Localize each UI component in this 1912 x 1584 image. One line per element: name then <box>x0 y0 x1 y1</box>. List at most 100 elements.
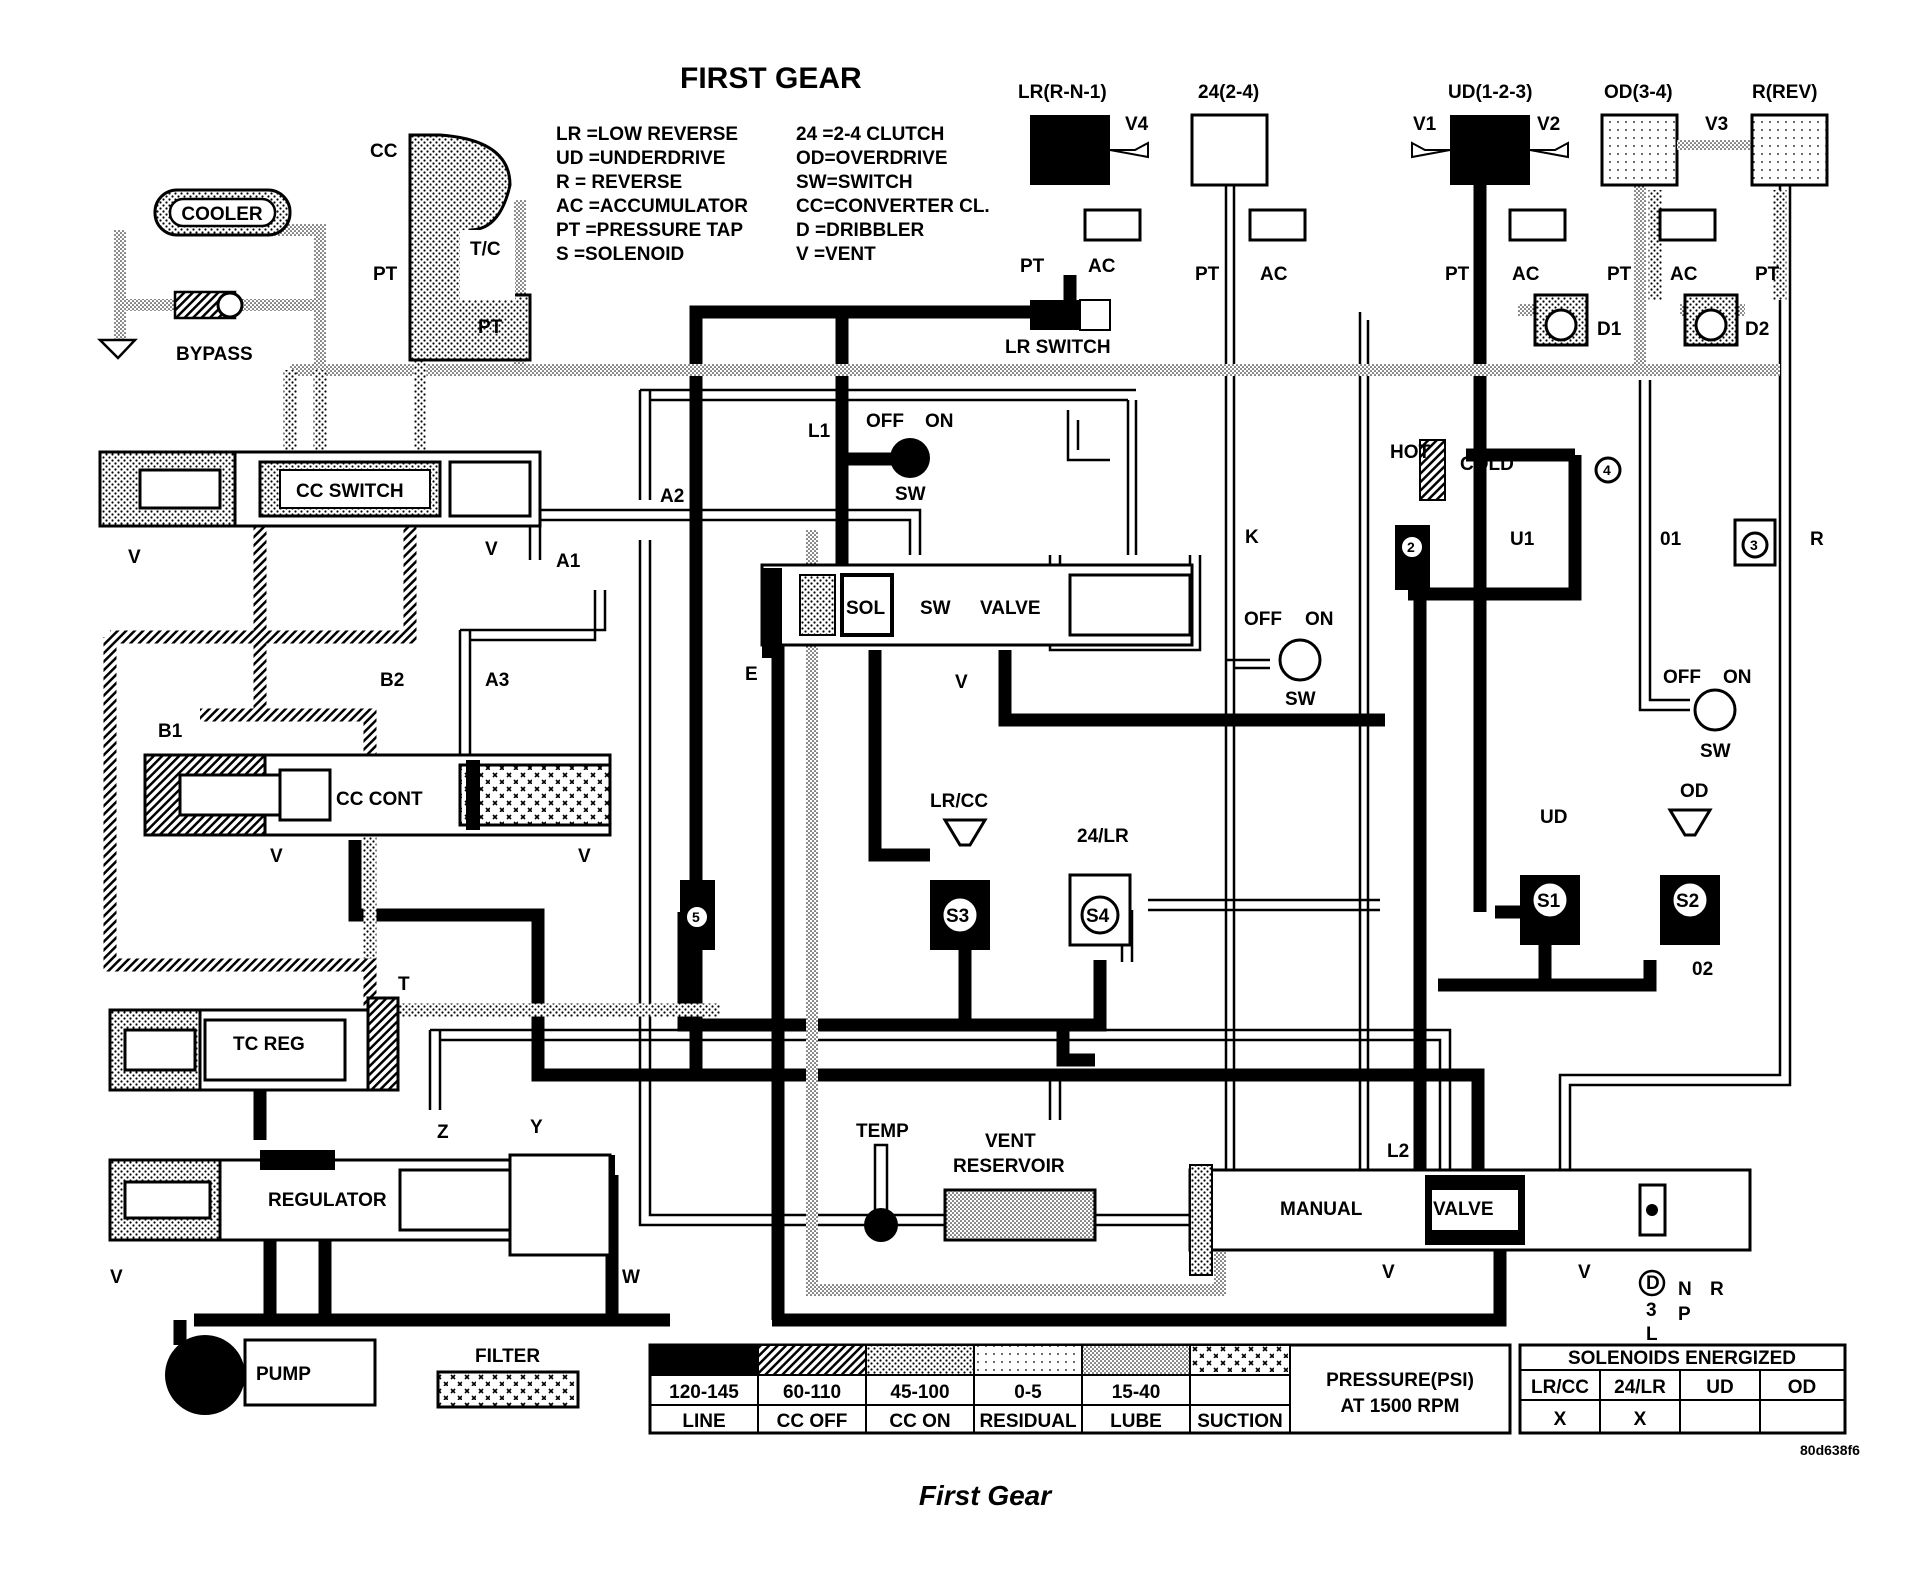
cold-label: COLD <box>1460 454 1514 475</box>
z-label: Z <box>437 1122 449 1143</box>
w-label: W <box>622 1267 640 1288</box>
regulator-valve: REGULATOR V Z Y W <box>108 1117 640 1288</box>
t-label: T <box>398 974 410 995</box>
k-label: K <box>1245 527 1259 548</box>
abbrev-right-5: D =DRIBBLER <box>796 220 925 241</box>
ud-ac-label: AC <box>1512 264 1540 285</box>
temperature-sensor: TEMP <box>856 1121 909 1242</box>
k-on-label: ON <box>1305 609 1334 630</box>
manual-vent-1: V <box>1382 1262 1395 1283</box>
lr-pt-label: PT <box>1020 256 1045 277</box>
l1-label: L1 <box>808 421 831 442</box>
a2-label: A2 <box>660 486 684 507</box>
abbrev-left-4: AC =ACCUMULATOR <box>556 196 748 217</box>
cc-cont-vent-right: V <box>578 846 591 867</box>
clutch-24: 24(2-4) PT AC <box>1190 82 1307 285</box>
l1-sw-label: SW <box>895 484 926 505</box>
clutch-rev-label: R(REV) <box>1752 82 1817 103</box>
c24-pt-label: PT <box>1195 264 1220 285</box>
u1-label: U1 <box>1510 529 1535 550</box>
l2-label: L2 <box>1387 1141 1409 1162</box>
bypass-label: BYPASS <box>176 344 253 365</box>
legend-name-line: LINE <box>682 1411 725 1432</box>
sol-table-header-3: UD <box>1706 1377 1733 1398</box>
abbrev-right-6: V =VENT <box>796 244 876 265</box>
o1-on-label: ON <box>1723 667 1752 688</box>
solenoid-s2: OD S2 02 <box>1660 781 1720 980</box>
solenoid-switch-valve: SOL SW VALVE V E <box>745 563 1194 693</box>
legend-range-line: 120-145 <box>669 1382 739 1403</box>
lr-ac-label: AC <box>1088 256 1116 277</box>
v3-label: V3 <box>1705 114 1728 135</box>
vent-reservoir: VENT RESERVOIR <box>943 1131 1097 1242</box>
abbrev-left-1: LR =LOW REVERSE <box>556 124 738 145</box>
o2-label: 02 <box>1692 959 1713 980</box>
shift-n: N <box>1678 1279 1692 1300</box>
manual-valve-label: VALVE <box>1433 1199 1494 1220</box>
shift-d: D <box>1646 1273 1660 1294</box>
s1-name-label: UD <box>1540 807 1567 828</box>
legend-name-lube: LUBE <box>1110 1411 1162 1432</box>
sol-table-value-1: X <box>1554 1409 1567 1430</box>
cc-label: CC <box>370 141 398 162</box>
abbrev-right-3: SW=SWITCH <box>796 172 913 193</box>
temp-label: TEMP <box>856 1121 909 1142</box>
s2-name-label: OD <box>1680 781 1709 802</box>
k-pressure-switch: K OFF ON SW <box>1244 527 1334 710</box>
legend-range-cc-off: 60-110 <box>783 1382 841 1403</box>
legend-title-1: PRESSURE(PSI) <box>1326 1370 1474 1391</box>
sol-label: SOL <box>846 598 885 619</box>
b1-label: B1 <box>158 721 183 742</box>
regulator-label: REGULATOR <box>268 1190 387 1211</box>
e-label: E <box>745 664 758 685</box>
v1-label: V1 <box>1413 114 1437 135</box>
abbrev-left-5: PT =PRESSURE TAP <box>556 220 743 241</box>
dribbler-d1: D1 <box>1533 293 1622 347</box>
sol-table-value-2: X <box>1634 1409 1647 1430</box>
solenoid-s3: LR/CC S3 <box>930 791 990 950</box>
clutch-od: OD(3-4) PT AC V3 <box>1600 82 1752 285</box>
clutch-lr: LR(R-N-1) V4 PT AC LR SWITCH <box>1005 82 1149 358</box>
tc-reg-label: TC REG <box>233 1034 305 1055</box>
clutch-lr-label: LR(R-N-1) <box>1018 82 1107 103</box>
k-sw-label: SW <box>1285 689 1316 710</box>
o1-label: 01 <box>1660 529 1682 550</box>
sol-table-header-4: OD <box>1788 1377 1817 1398</box>
marker-3: 5 <box>680 880 715 950</box>
od-pt-label: PT <box>1607 264 1632 285</box>
abbrev-left-3: R = REVERSE <box>556 172 682 193</box>
tc-pt2-label: PT <box>478 317 503 338</box>
hot-label: HOT <box>1390 442 1431 463</box>
cc-cont-vent-left: V <box>270 846 283 867</box>
ud-pt-label: PT <box>1445 264 1470 285</box>
legend-name-suction: SUCTION <box>1197 1411 1283 1432</box>
o1-sw-label: SW <box>1700 741 1731 762</box>
filter: FILTER <box>436 1346 580 1409</box>
abbreviation-list: LR =LOW REVERSE UD =UNDERDRIVE R = REVER… <box>556 124 990 265</box>
s3-name-label: LR/CC <box>930 791 988 812</box>
clutch-reverse: R(REV) PT <box>1750 82 1829 285</box>
abbrev-right-4: CC=CONVERTER CL. <box>796 196 990 217</box>
pump-label: PUMP <box>256 1364 311 1385</box>
cc-switch-valve: CC SWITCH V V <box>98 450 542 568</box>
regulator-vent: V <box>110 1267 123 1288</box>
od-ac-label: AC <box>1670 264 1698 285</box>
solenoid-s4: 24/LR S4 <box>1068 826 1132 947</box>
legend-name-cc-on: CC ON <box>889 1411 950 1432</box>
abbrev-right-1: 24 =2-4 CLUTCH <box>796 124 944 145</box>
shift-r: R <box>1710 1279 1724 1300</box>
clutch-ud-label: UD(1-2-3) <box>1448 82 1532 103</box>
figure-code: 80d638f6 <box>1800 1442 1860 1458</box>
vent-reservoir-label-2: RESERVOIR <box>953 1156 1065 1177</box>
s1-label: S1 <box>1537 891 1561 912</box>
lr-switch-label: LR SWITCH <box>1005 337 1111 358</box>
legend-name-cc-off: CC OFF <box>777 1411 848 1432</box>
v4-label: V4 <box>1125 114 1149 135</box>
o1-pressure-switch: OFF ON SW <box>1663 667 1752 762</box>
cc-control-valve: CC CONT B1 B2 A3 V V <box>143 670 612 867</box>
k-off-label: OFF <box>1244 609 1282 630</box>
sol-sw-vent: V <box>955 672 968 693</box>
dribbler-d2: D2 <box>1683 293 1769 347</box>
cooler-label: COOLER <box>181 204 263 225</box>
